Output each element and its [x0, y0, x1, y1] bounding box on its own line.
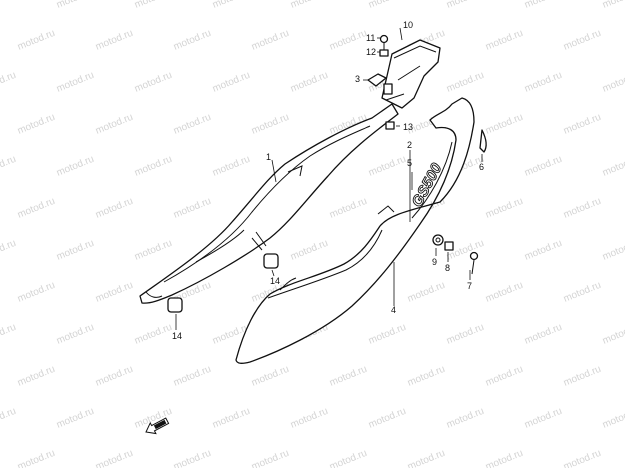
callout-4: 4: [391, 305, 396, 315]
callout-14-upper: 14: [270, 276, 280, 286]
callout-14-lower: 14: [172, 331, 182, 341]
callout-6: 6: [479, 162, 484, 172]
left-frame-cover: [139, 103, 399, 304]
arrow-icon: [145, 417, 170, 435]
watermark-text: motod.ru: [601, 0, 625, 11]
callout-10: 10: [403, 20, 413, 30]
callout-12: 12: [366, 47, 376, 57]
rear-joint-bracket: [381, 39, 441, 109]
leader-lines: [175, 27, 483, 330]
callout-9: 9: [432, 257, 437, 267]
callout-5: 5: [407, 158, 412, 168]
callout-7: 7: [467, 281, 472, 291]
callout-2: 2: [407, 140, 412, 150]
callout-labels: 1 2 3 4 5 6 7 8 9 10 11 12 13 14 14: [172, 20, 484, 341]
callout-13: 13: [403, 122, 413, 132]
hardware: [167, 34, 487, 313]
callout-11: 11: [366, 33, 375, 43]
callout-8: 8: [445, 263, 450, 273]
callout-3: 3: [355, 74, 360, 84]
callout-1: 1: [266, 152, 271, 162]
